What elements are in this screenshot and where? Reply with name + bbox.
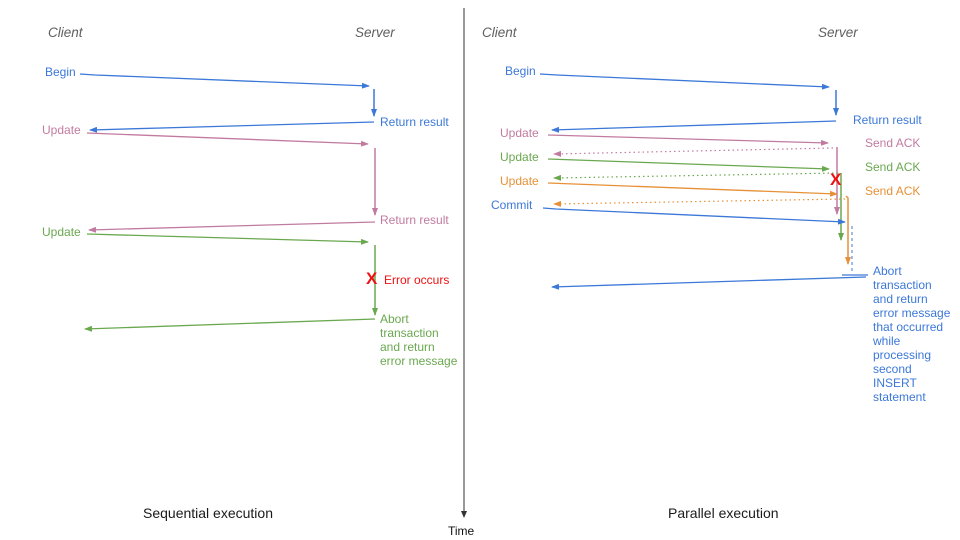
right-commit-request-arrow (542, 207, 846, 225)
right-send-ack-3-label: Send ACK (865, 184, 921, 198)
time-axis-label: Time (448, 524, 475, 538)
left-error-label: Error occurs (384, 273, 450, 287)
left-return-result-1-label: Return result (380, 115, 449, 129)
right-begin-request-arrow (539, 73, 830, 90)
left-abort-return-arrow (84, 318, 376, 332)
right-abort-return-arrow (551, 276, 867, 290)
right-send-ack-1-dotted-arrow (553, 147, 834, 157)
left-update-1-label: Update (42, 123, 81, 137)
right-send-ack-2-dotted-arrow (553, 172, 839, 181)
right-abort-label: Abort transaction and return error messa… (873, 264, 951, 404)
left-return-result-1-arrow (89, 121, 375, 133)
left-abort-label: Abort transaction and return error messa… (380, 312, 458, 368)
left-begin-request-arrow (79, 73, 370, 89)
left-error-x-icon: X (366, 269, 378, 288)
right-update-1-request-arrow (547, 134, 829, 146)
right-send-ack-1-label: Send ACK (865, 136, 921, 150)
right-send-ack-3-dotted-arrow (553, 198, 846, 207)
right-update-3-processing-line (845, 195, 851, 265)
left-return-result-2-arrow (88, 221, 376, 233)
left-update-2-label: Update (42, 225, 81, 239)
right-diagram-title: Parallel execution (668, 505, 779, 521)
right-commit-label: Commit (491, 198, 533, 212)
right-update-2-label: Update (500, 150, 539, 164)
left-update-1-request-arrow (86, 132, 369, 147)
right-update-2-request-arrow (547, 158, 830, 172)
left-diagram-title: Sequential execution (143, 505, 273, 521)
right-error-x-icon: X (830, 170, 842, 189)
left-update-2-request-arrow (86, 233, 369, 245)
left-client-header: Client (48, 25, 83, 40)
left-server-header: Server (355, 25, 395, 40)
right-client-header: Client (482, 25, 517, 40)
right-begin-label: Begin (505, 64, 536, 78)
right-update-3-label: Update (500, 174, 539, 188)
right-update-3-request-arrow (547, 182, 838, 197)
left-return-result-2-label: Return result (380, 213, 449, 227)
right-return-result-arrow (551, 120, 837, 133)
right-update-1-label: Update (500, 126, 539, 140)
right-server-header: Server (818, 25, 858, 40)
right-return-result-label: Return result (853, 113, 922, 127)
left-begin-label: Begin (45, 65, 76, 79)
right-send-ack-2-label: Send ACK (865, 160, 921, 174)
